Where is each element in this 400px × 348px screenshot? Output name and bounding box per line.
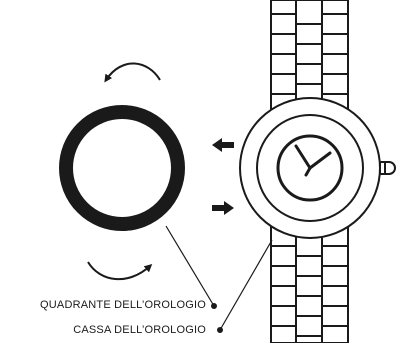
curved-arrow-clockwise-icon (88, 262, 150, 279)
leader-lines (166, 226, 272, 330)
bezel-ring (66, 112, 178, 224)
arrow-right-icon (212, 201, 234, 215)
curved-arrow-counterclockwise-icon (106, 63, 160, 80)
dial-label: QUADRANTE DELL’OROLOGIO (40, 299, 206, 311)
leader-dot-dial (211, 303, 217, 309)
leader-dot-case (217, 327, 223, 333)
case-label: CASSA DELL’OROLOGIO (73, 324, 206, 336)
watch-strap-bottom (271, 222, 348, 343)
arrow-left-icon (212, 138, 234, 152)
watch-crown (380, 162, 395, 174)
